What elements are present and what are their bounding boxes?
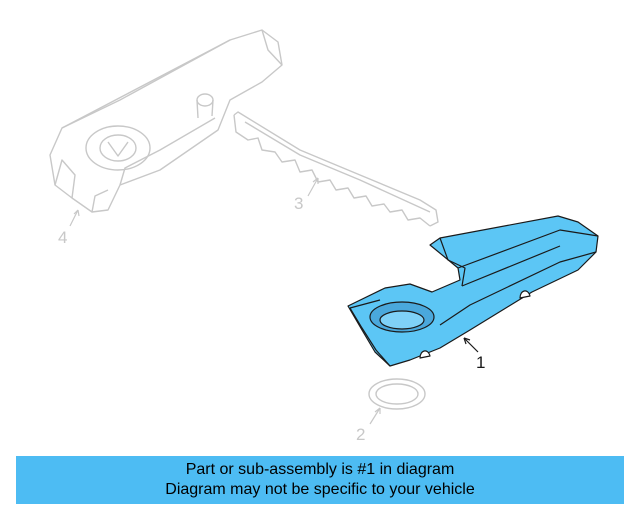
- callout-label-part-4: 4: [58, 228, 67, 247]
- engine-cover-part-4: [49, 29, 283, 213]
- parts-diagram: 4 3 1 2: [49, 29, 599, 444]
- ring-seal-part-2: [368, 378, 426, 410]
- callout-label-part-3: 3: [294, 194, 303, 213]
- callout-label-part-1: 1: [476, 353, 485, 372]
- leader-line-part-2: [369, 407, 381, 425]
- info-banner: Part or sub-assembly is #1 in diagram Di…: [16, 456, 624, 504]
- banner-line-disclaimer: Diagram may not be specific to your vehi…: [165, 481, 475, 498]
- leader-line-part-1: [463, 337, 479, 353]
- seal-strip-part-3: [233, 111, 439, 227]
- leader-line-part-4: [69, 209, 80, 227]
- leader-line-part-3: [307, 177, 319, 197]
- highlighted-cover-part-1: [347, 215, 599, 367]
- banner-line-part-number: Part or sub-assembly is #1 in diagram: [185, 461, 455, 478]
- callout-label-part-2: 2: [356, 425, 365, 444]
